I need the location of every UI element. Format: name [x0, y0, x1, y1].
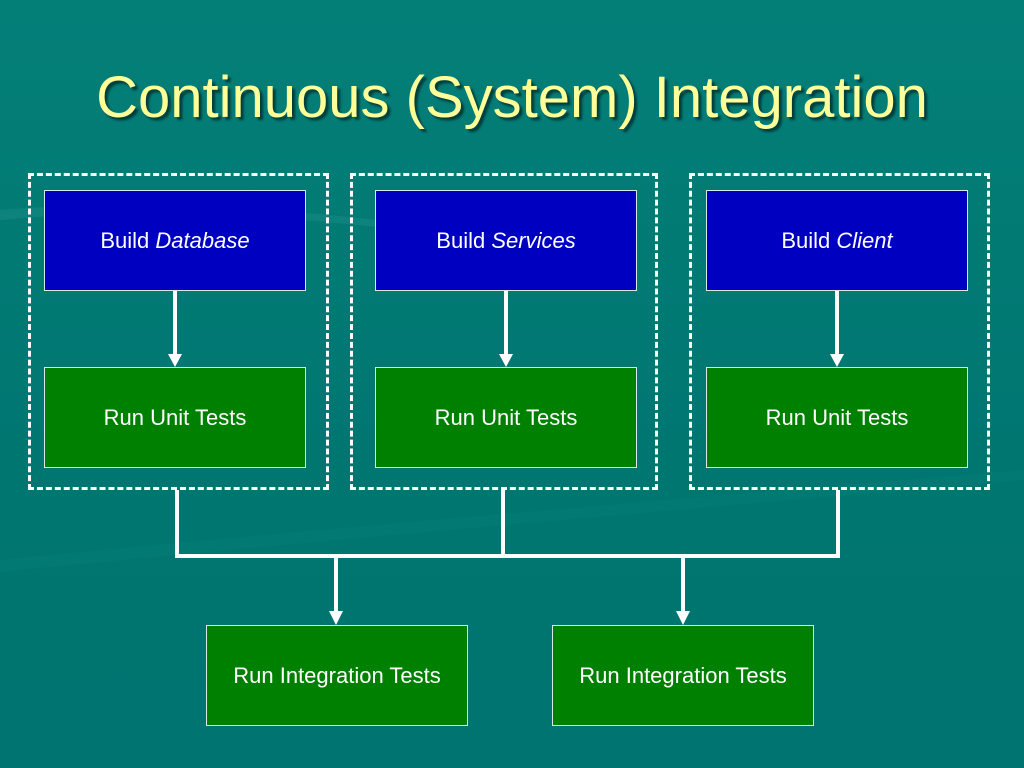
build-database-box: Build Database [44, 190, 306, 291]
build-target: Services [491, 227, 576, 253]
unit-tests-label: Run Unit Tests [103, 404, 247, 430]
group-frame-services [350, 173, 658, 490]
unit-tests-services-box: Run Unit Tests [375, 367, 637, 468]
group-frame-client [689, 173, 990, 490]
unit-tests-client-box: Run Unit Tests [706, 367, 968, 468]
unit-tests-database-box: Run Unit Tests [44, 367, 306, 468]
build-target: Client [836, 227, 893, 253]
integration-tests-label: Run Integration Tests [233, 662, 441, 688]
build-label: Build [100, 227, 150, 253]
build-services-box: Build Services [375, 190, 637, 291]
unit-tests-label: Run Unit Tests [765, 404, 909, 430]
build-label: Build [781, 227, 831, 253]
build-target: Database [155, 227, 250, 253]
integration-tests-label: Run Integration Tests [579, 662, 787, 688]
slide-title: Continuous (System) Integration [96, 65, 928, 130]
integration-tests-box-left: Run Integration Tests [206, 625, 468, 726]
build-client-box: Build Client [706, 190, 968, 291]
unit-tests-label: Run Unit Tests [434, 404, 578, 430]
build-label: Build [436, 227, 486, 253]
group-frame-database [28, 173, 329, 490]
integration-tests-box-right: Run Integration Tests [552, 625, 814, 726]
